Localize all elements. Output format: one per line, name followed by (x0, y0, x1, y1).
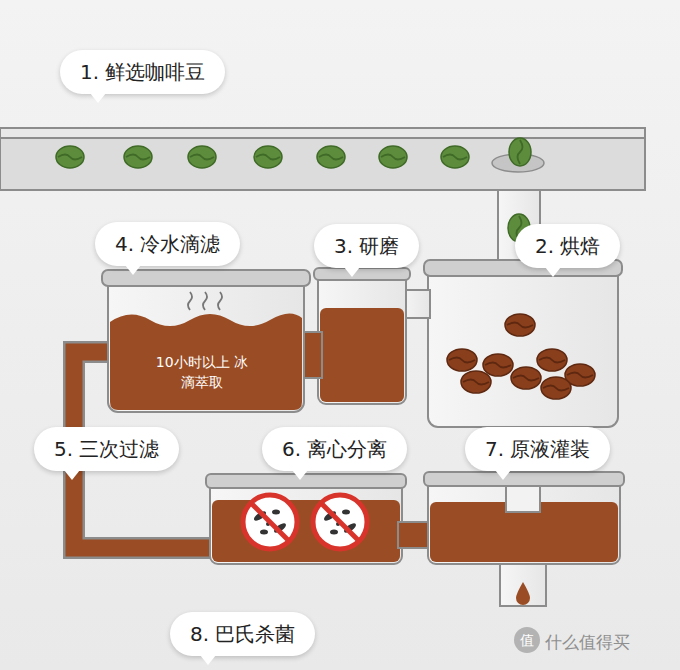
watermark: 什么值得买 (545, 630, 675, 655)
step-label: 2. 烘焙 (535, 233, 600, 259)
step-callout: 7. 原液灌装 (465, 427, 610, 471)
step-callout: 8. 巴氏杀菌 (170, 612, 315, 656)
step-callout: 2. 烘焙 (515, 224, 620, 268)
step-label: 7. 原液灌装 (485, 436, 590, 462)
step-label: 4. 冷水滴滤 (115, 231, 220, 257)
watermark-logo: 值 (518, 630, 536, 650)
step-callout: 1. 鲜选咖啡豆 (60, 50, 225, 94)
step-callout: 5. 三次过滤 (34, 427, 179, 471)
step-callout: 3. 研磨 (314, 224, 419, 268)
step-label: 3. 研磨 (334, 233, 399, 259)
step-label: 1. 鲜选咖啡豆 (80, 59, 205, 85)
step-label: 8. 巴氏杀菌 (190, 621, 295, 647)
step-label: 6. 离心分离 (282, 436, 387, 462)
tank-note: 10小时以上 冰滴萃取 (150, 352, 254, 393)
step-label: 5. 三次过滤 (54, 436, 159, 462)
step-callout: 6. 离心分离 (262, 427, 407, 471)
step-callout: 4. 冷水滴滤 (95, 222, 240, 266)
